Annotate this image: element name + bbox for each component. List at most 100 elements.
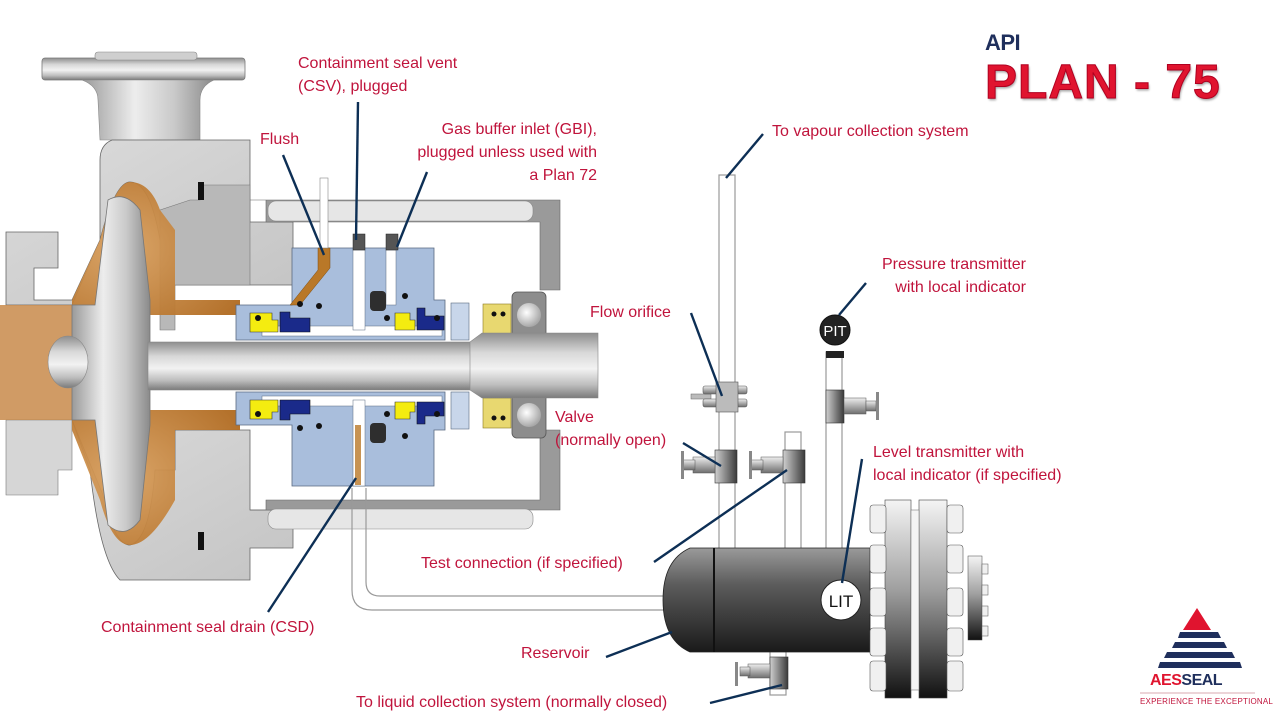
bearing-isolator-upper xyxy=(482,303,512,335)
seal-collar-lower xyxy=(450,391,470,430)
reservoir-flange-1 xyxy=(884,499,912,699)
vent-passage xyxy=(352,249,366,331)
csd-drain-line xyxy=(351,488,668,611)
title-api: API xyxy=(985,30,1021,55)
label-lit: Level transmitter with local indicator (… xyxy=(873,441,1062,487)
label-gbi-line1: Gas buffer inlet (GBI), xyxy=(441,121,597,138)
pump-shaft xyxy=(147,332,599,399)
impeller-nut xyxy=(47,335,89,389)
lit-instrument[interactable] xyxy=(820,579,862,621)
leader-flush xyxy=(281,154,326,256)
pit-pipe xyxy=(825,351,843,553)
leader-pit xyxy=(838,282,867,316)
csd-drain-line-inner xyxy=(365,488,668,597)
label-valve-line1: Valve xyxy=(555,409,594,426)
label-csv-line2: (CSV), plugged xyxy=(298,78,408,95)
flow-orifice xyxy=(690,381,748,413)
label-vapour: To vapour collection system xyxy=(772,123,969,140)
valve-liquid-drain xyxy=(735,656,789,690)
bracket-lower xyxy=(250,429,561,511)
aesseal-logo-text: AESSEAL xyxy=(1150,672,1223,690)
valve-test-connection xyxy=(749,449,806,484)
flange-bolts xyxy=(869,504,964,692)
label-valve: Valve (normally open) xyxy=(555,406,666,452)
discharge-flange-face xyxy=(94,51,198,61)
secondary-seal-upper xyxy=(370,291,386,311)
valve-pit-isolation xyxy=(825,389,879,424)
leader-test xyxy=(653,469,788,563)
label-csv: Containment seal vent (CSV), plugged xyxy=(298,52,457,98)
outer-seal-face-yellow-upper xyxy=(394,312,416,331)
label-reservoir: Reservoir xyxy=(521,645,590,662)
label-test-connection: Test connection (if specified) xyxy=(421,555,623,572)
reservoir xyxy=(662,499,989,699)
label-flush: Flush xyxy=(260,131,300,148)
inner-seal-face-navy-lower xyxy=(279,399,311,421)
bracket-slot-lower xyxy=(267,508,534,530)
reservoir-end-cap xyxy=(967,555,983,641)
bearing-ball-lower xyxy=(517,403,541,427)
leader-vapour xyxy=(725,133,764,179)
casing-upper-inner xyxy=(159,184,251,331)
secondary-seal-lower xyxy=(370,423,386,443)
casing-gasket-bottom xyxy=(198,532,204,550)
inner-seal-face-navy-upper xyxy=(279,311,311,333)
outer-seal-face-navy-lower xyxy=(416,401,445,425)
bracket-slot-upper xyxy=(267,200,534,222)
vapour-pipe xyxy=(718,174,736,551)
shaft-step xyxy=(469,332,599,399)
bearing-bracket xyxy=(250,199,561,530)
dual-containment-seal xyxy=(235,177,512,487)
leader-lines xyxy=(266,101,867,705)
valve-vapour-normally-open xyxy=(681,449,738,484)
label-gbi: Gas buffer inlet (GBI), plugged unless u… xyxy=(380,118,597,187)
leader-liquid xyxy=(709,683,783,705)
pit-instrument[interactable] xyxy=(819,314,851,346)
gbi-passage xyxy=(385,249,397,306)
discharge-flange xyxy=(41,57,246,81)
title-plan: PLAN - 75 xyxy=(985,56,1221,110)
leader-csd xyxy=(266,477,358,613)
leader-valve xyxy=(682,441,722,468)
pit-fitting xyxy=(826,351,844,358)
label-csv-line1: Containment seal vent xyxy=(298,55,458,72)
logo-brand-seal: SEAL xyxy=(1181,672,1223,689)
label-pit-line1: Pressure transmitter xyxy=(881,256,1026,273)
discharge-neck xyxy=(81,79,215,141)
label-pit: Pressure transmitter with local indicato… xyxy=(846,253,1026,299)
label-gbi-line3: a Plan 72 xyxy=(529,167,597,184)
leader-csv xyxy=(354,101,360,241)
aesseal-tagline: EXPERIENCE THE EXCEPTIONAL xyxy=(1140,697,1274,706)
o-rings xyxy=(255,293,506,439)
pump-casing xyxy=(0,51,294,581)
label-valve-line2: (normally open) xyxy=(555,432,667,449)
lit-label: LIT xyxy=(829,592,854,611)
reservoir-flange-2 xyxy=(918,499,948,699)
label-csd: Containment seal drain (CSD) xyxy=(101,619,315,636)
bearing-isolator-lower xyxy=(482,397,512,429)
impeller xyxy=(71,196,151,532)
seal-collar-upper xyxy=(450,302,470,341)
label-flow-orifice: Flow orifice xyxy=(590,304,671,321)
logo-brand-aes: AES xyxy=(1150,672,1182,689)
gbi-plug xyxy=(385,233,399,251)
shaft-main xyxy=(147,341,479,391)
label-liquid: To liquid collection system (normally cl… xyxy=(356,694,668,711)
leader-reservoir xyxy=(605,630,673,659)
casing-gasket-top xyxy=(198,182,204,200)
label-gbi-line2: plugged unless used with xyxy=(417,144,597,161)
aesseal-logo-mark xyxy=(1140,608,1255,694)
label-lit-line2: local indicator (if specified) xyxy=(873,467,1062,484)
leader-lit xyxy=(840,458,864,584)
leader-flow-orifice xyxy=(689,312,724,397)
outer-seal-face-yellow-lower xyxy=(394,401,416,420)
bearing-ball-upper xyxy=(517,303,541,327)
casing-lower-left xyxy=(5,419,73,496)
leader-gbi xyxy=(395,171,429,248)
flush-tube xyxy=(319,177,329,249)
label-pit-line2: with local indicator xyxy=(895,279,1026,296)
outer-seal-face-navy-upper xyxy=(416,307,445,331)
csv-plug xyxy=(352,233,366,251)
pit-label: PIT xyxy=(823,323,846,340)
